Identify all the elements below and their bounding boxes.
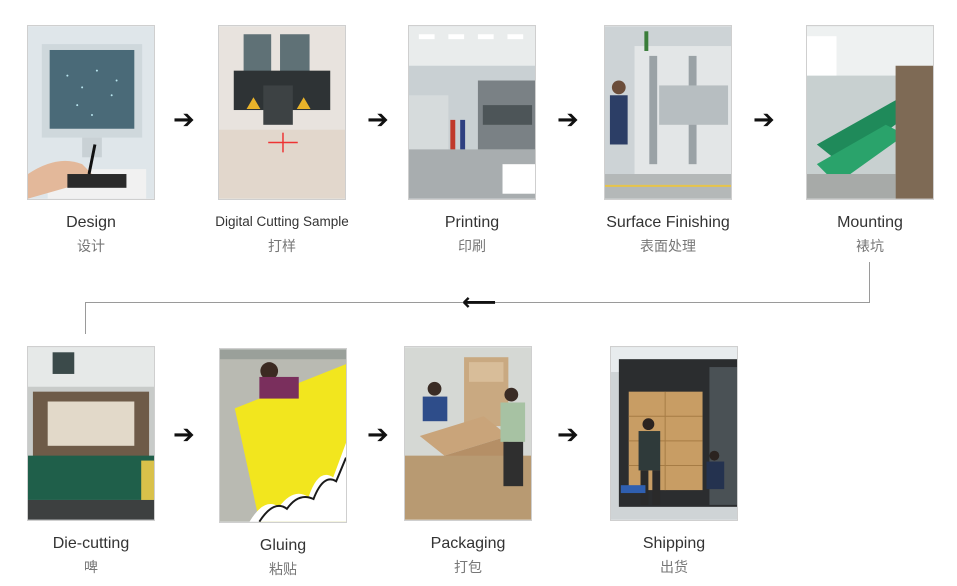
- step-sublabel: 打样: [268, 238, 296, 254]
- mounting-photo: [806, 25, 934, 200]
- step-label: Design: [66, 214, 116, 231]
- step-sublabel: 表面处理: [640, 238, 696, 254]
- connector-line-right: [869, 262, 870, 302]
- step-sublabel: 啤: [84, 559, 98, 575]
- arrow-left-icon: ⟵: [462, 289, 497, 316]
- finishing-photo: [604, 25, 732, 200]
- arrow-right-icon: ➔: [367, 419, 389, 449]
- step-sublabel: 印刷: [458, 238, 486, 254]
- step-sublabel: 粘贴: [269, 561, 297, 577]
- connector-line-horizontal: [85, 302, 870, 303]
- step-sublabel: 裱坑: [856, 238, 884, 254]
- arrow-right-icon: ➔: [557, 104, 579, 134]
- step-sublabel: 出货: [660, 559, 688, 575]
- connector-line-left: [85, 302, 86, 334]
- step-label: Printing: [444, 214, 500, 231]
- packaging-photo: [404, 346, 532, 521]
- step-label: Shipping: [642, 535, 706, 552]
- design-photo: [27, 25, 155, 200]
- gluing-photo: [219, 348, 347, 523]
- diecutting-photo: [27, 346, 155, 521]
- step-label: Surface Finishing: [606, 214, 730, 231]
- arrow-right-icon: ➔: [557, 419, 579, 449]
- arrow-right-icon: ➔: [367, 104, 389, 134]
- arrow-right-icon: ➔: [173, 104, 195, 134]
- shipping-photo: [610, 346, 738, 521]
- step-sublabel: 设计: [77, 238, 105, 254]
- step-sublabel: 打包: [454, 559, 482, 575]
- arrow-right-icon: ➔: [173, 419, 195, 449]
- step-label: Mounting: [837, 214, 903, 231]
- step-label: Digital Cutting Sample: [215, 214, 349, 229]
- printing-photo: [408, 25, 536, 200]
- cutting-photo: [218, 25, 346, 200]
- step-label: Gluing: [259, 537, 307, 554]
- arrow-right-icon: ➔: [753, 104, 775, 134]
- step-label: Die-cutting: [52, 535, 130, 552]
- step-label: Packaging: [430, 535, 506, 552]
